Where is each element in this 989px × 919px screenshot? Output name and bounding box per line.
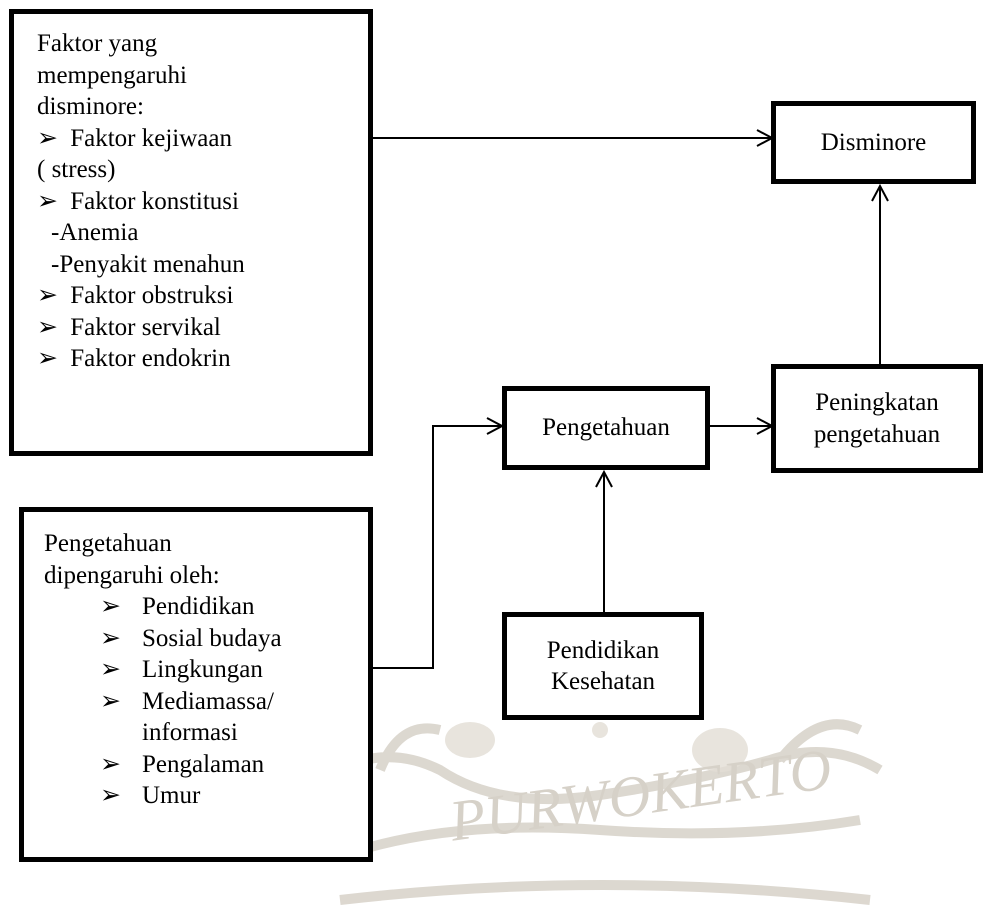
list-item: ➢ Mediamassa/ [100, 686, 368, 718]
list-item: ➢ Sosial budaya [100, 623, 368, 655]
knowledge-factors-box: Pengetahuan dipengaruhi oleh: ➢ Pendidika… [19, 507, 373, 862]
peningkatan-label-line: pengetahuan [813, 420, 941, 448]
list-item-label: Mediamassa/ [142, 687, 274, 715]
factors-heading: Faktor yang mempengaruhi disminore: [37, 28, 368, 123]
factors-list: ➢ Faktor kejiwaan ( stress) ➢ Faktor kon… [37, 123, 368, 375]
arrow-bullet-icon: ➢ [37, 345, 58, 372]
list-item-continuation: -Penyakit menahun [51, 250, 245, 278]
arrow-bullet-icon: ➢ [37, 313, 58, 341]
list-item: ➢ Faktor endokrin [37, 343, 368, 375]
factors-box: Faktor yang mempengaruhi disminore: ➢ Fa… [9, 9, 373, 456]
list-item: ➢ Faktor obstruksi [37, 280, 368, 312]
factors-heading-line: disminore: [37, 93, 144, 120]
factors-heading-line: Faktor yang [37, 30, 158, 57]
list-item-continuation: ( stress) [37, 156, 116, 183]
list-item: ➢ Lingkungan [100, 654, 368, 686]
list-item-continuation: informasi [142, 719, 238, 746]
arrow-bullet-icon: ➢ [100, 750, 121, 778]
disminore-label: Disminore [820, 128, 927, 156]
arrow-knowledge-factors-to-pengetahuan [372, 426, 502, 669]
list-item: ➢ Umur [100, 780, 368, 812]
list-item-label: Sosial budaya [142, 624, 282, 652]
list-item-label: Lingkungan [142, 656, 263, 683]
arrow-bullet-icon: ➢ [100, 782, 121, 809]
knowledge-heading-line: Pengetahuan [44, 530, 172, 557]
pendidikan-label-line: Pendidikan [546, 636, 660, 664]
arrow-bullet-icon: ➢ [100, 687, 121, 715]
arrow-bullet-icon: ➢ [100, 624, 121, 652]
disminore-box: Disminore [771, 101, 976, 184]
list-item: ➢ Pendidikan [100, 591, 368, 623]
list-item-label: Faktor konstitusi [70, 187, 239, 215]
knowledge-factors-list: ➢ Pendidikan ➢ Sosial budaya ➢ Lingkungan ➢… [44, 591, 368, 812]
list-item-label: Faktor obstruksi [70, 282, 234, 309]
list-item-label: Faktor servikal [70, 313, 221, 341]
arrow-bullet-icon: ➢ [100, 656, 121, 683]
list-item-continuation: -Anemia [51, 219, 139, 246]
watermark-seal: PURWOKERTO [317, 719, 883, 905]
list-item: ➢ Faktor kejiwaan [37, 123, 368, 155]
list-item-label: Faktor endokrin [70, 345, 231, 372]
peningkatan-pengetahuan-box: Peningkatan pengetahuan [771, 364, 983, 473]
list-item: ➢ Pengalaman [100, 749, 368, 781]
pendidikan-kesehatan-box: Pendidikan Kesehatan [502, 612, 704, 720]
arrow-bullet-icon: ➢ [37, 282, 58, 309]
list-item-label: Faktor kejiwaan [70, 124, 232, 152]
list-item: ➢ Faktor konstitusi [37, 186, 368, 218]
list-item-label: Pengalaman [142, 750, 265, 778]
pengetahuan-label: Pengetahuan [542, 414, 670, 442]
list-item-label: Pendidikan [142, 593, 255, 620]
pendidikan-label-line: Kesehatan [550, 668, 656, 695]
pengetahuan-box: Pengetahuan [502, 386, 710, 470]
list-item: ➢ Faktor servikal [37, 312, 368, 344]
arrow-bullet-icon: ➢ [100, 593, 121, 620]
arrow-bullet-icon: ➢ [37, 187, 58, 215]
knowledge-heading-line: dipengaruhi oleh: [44, 561, 220, 589]
peningkatan-label-line: Peningkatan [815, 389, 939, 416]
factors-heading-line: mempengaruhi [37, 61, 187, 89]
list-item-label: Umur [142, 782, 201, 809]
arrow-bullet-icon: ➢ [37, 124, 58, 152]
